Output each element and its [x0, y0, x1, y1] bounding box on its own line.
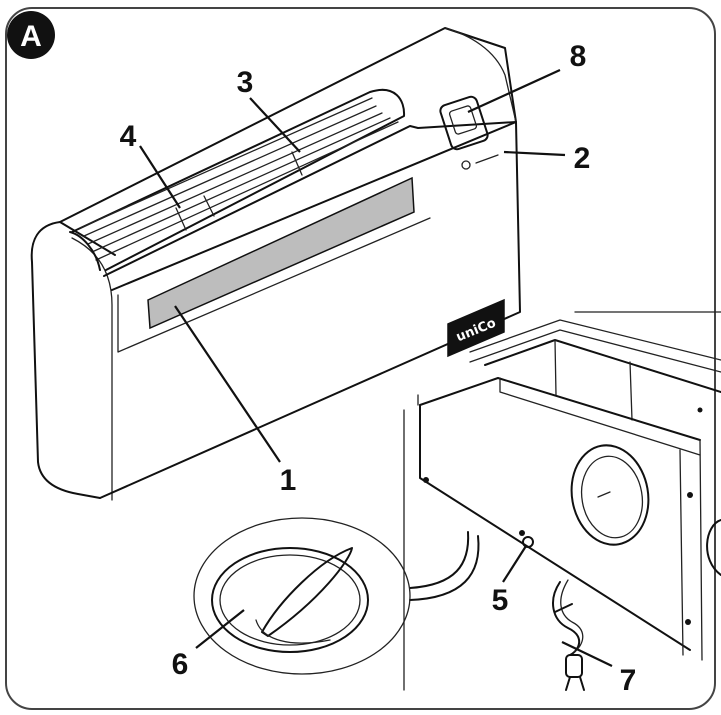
callout-3: 3 [237, 66, 254, 99]
drain-outlet [522, 536, 534, 548]
leader-4 [139, 145, 181, 209]
air-conditioner-unit: uniCo [30, 27, 521, 501]
leader-5 [502, 545, 527, 583]
figure-badge: A [7, 11, 55, 59]
leader-2 [503, 150, 566, 157]
grille-outer-ring [193, 517, 411, 675]
callout-1: 1 [280, 464, 297, 497]
unit-side-panel [30, 221, 116, 499]
unit-top-panel [59, 27, 517, 223]
badge-circle [7, 11, 55, 59]
external-grille-detail [193, 517, 411, 675]
wall-hole [570, 444, 650, 546]
leader-8 [467, 68, 561, 114]
callout-6: 6 [172, 648, 189, 681]
callout-7: 7 [620, 664, 637, 697]
indicator-led [461, 160, 471, 170]
grille-flap [261, 547, 353, 637]
condensate-drain-pipe [403, 409, 534, 691]
leader-7 [561, 641, 613, 667]
callout-8: 8 [570, 40, 587, 73]
badge-letter: A [20, 20, 42, 53]
callout-4: 4 [120, 120, 137, 153]
air-outlet-louvre [71, 89, 406, 271]
plug-body [565, 654, 583, 678]
callout-2: 2 [574, 142, 591, 175]
leader-1 [174, 305, 281, 463]
leader-6 [195, 609, 245, 649]
leader-3 [249, 97, 301, 153]
display-strip [147, 176, 415, 330]
wall-mounting-plate [417, 311, 721, 661]
brand-logo: uniCo [447, 298, 505, 358]
grille-body [211, 547, 369, 653]
control-panel-8 [439, 95, 489, 151]
callout-5: 5 [492, 584, 509, 617]
unit-front-panel [99, 121, 521, 499]
